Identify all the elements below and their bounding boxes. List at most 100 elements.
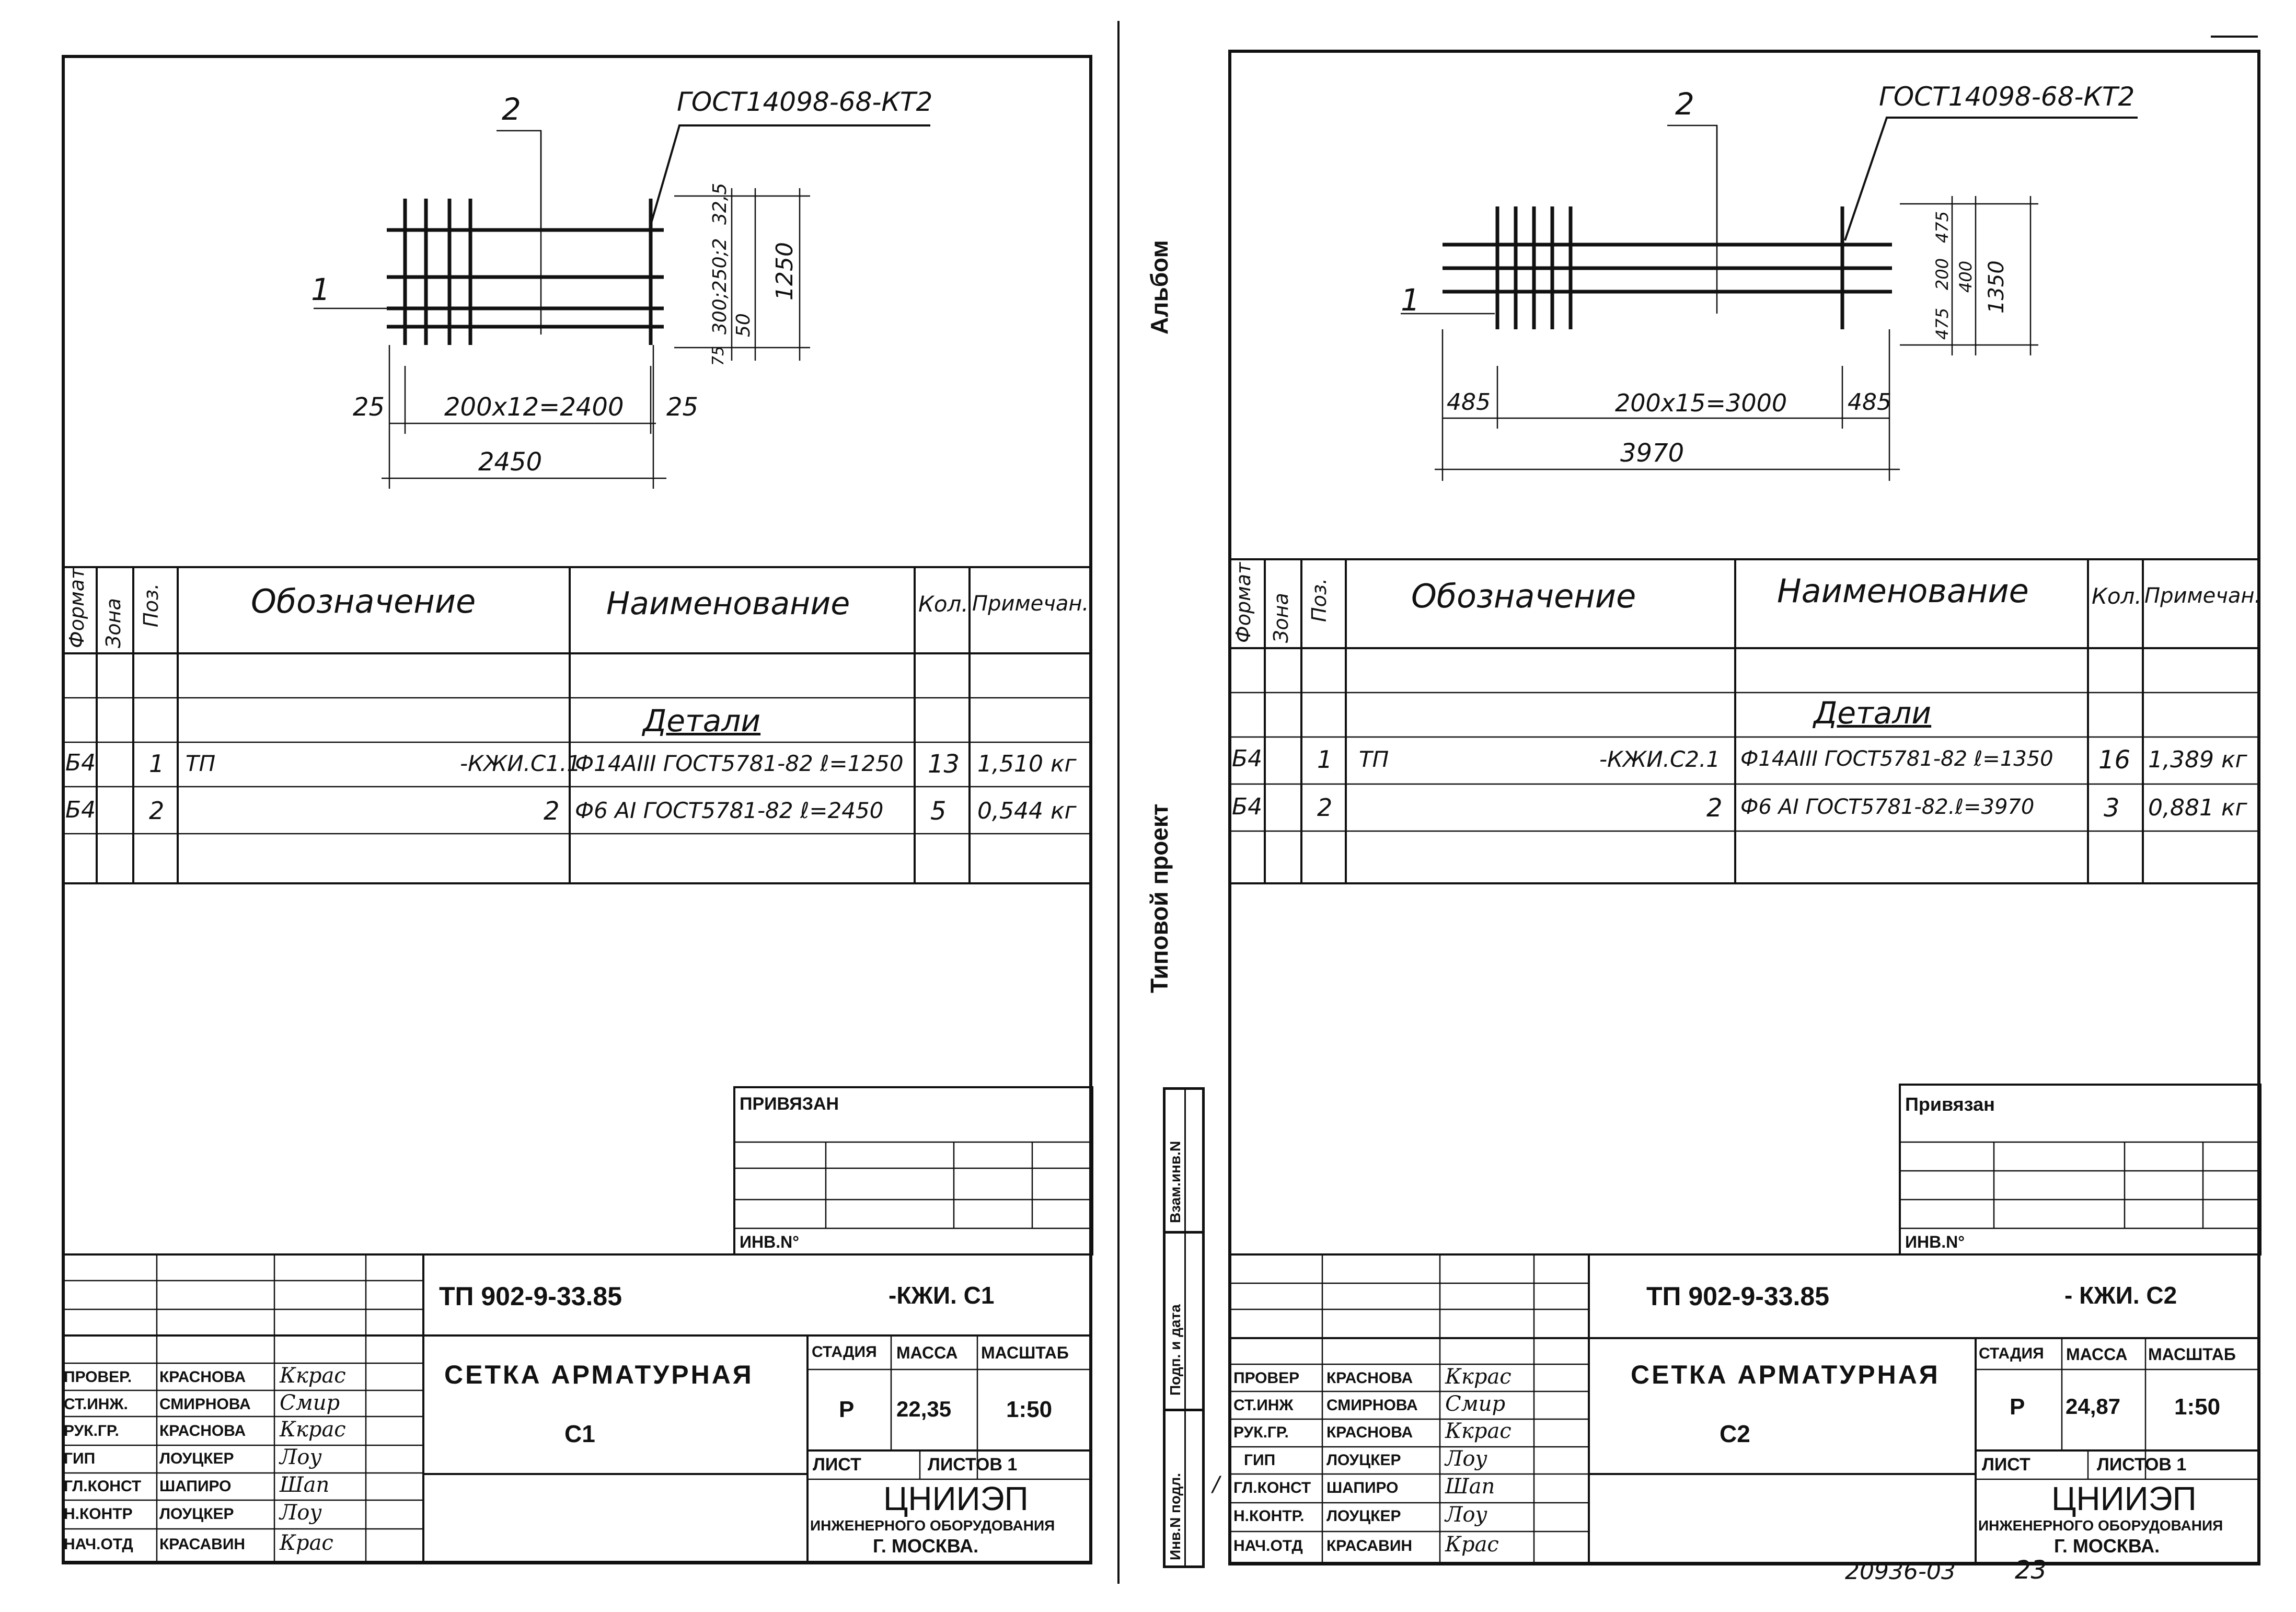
sheet-c2-scale-label: МАСШТАБ	[2148, 1345, 2236, 1364]
sheet-c2-drawing	[1401, 117, 2138, 481]
sheet-c1-col-qty: Кол.	[918, 591, 968, 617]
sheet-c1-row1-note: 1,510 кг	[977, 751, 1077, 777]
sheet-c2-dim-center: 200х15=3000	[1615, 389, 1787, 417]
sheet-c2-callout-2: 2	[1675, 86, 1694, 122]
sheet-c2-inv-no: ИНВ.N°	[1905, 1233, 1965, 1251]
sheet-c1-signature-5: Шап	[280, 1473, 330, 1497]
sheet-c1-row1-desig-left: ТП	[186, 751, 216, 776]
sheet-c1-role-3: РУК.ГР.	[64, 1422, 119, 1440]
sheet-c2-role-1: ПРОВЕР	[1233, 1369, 1300, 1387]
sheet-c2-privyazan: Привязан	[1905, 1093, 1995, 1115]
sheet-c1-mass: 22,35	[896, 1397, 952, 1421]
sheet-c2-dim-right: 485	[1848, 389, 1891, 416]
sheet-c2-gost: ГОСТ14098-68-КТ2	[1879, 82, 2135, 112]
sheet-c1-row1-format: Б4	[65, 750, 96, 776]
sheet-c2-row2-note: 0,881 кг	[2148, 795, 2247, 821]
sheet-c2-project-code: ТП 902-9-33.85	[1646, 1282, 1830, 1311]
sheet-c1-col-name: Наименование	[606, 585, 850, 622]
sheet-c2-org: ЦНИИЭП	[2051, 1480, 2197, 1517]
sheet-c1-col-note: Примечан.	[972, 592, 1089, 616]
sheet-c1-row2-pos: 2	[149, 797, 165, 825]
sheet-c2-signature-1: Ккрас	[1445, 1365, 1512, 1389]
sheet-c1-stage: Р	[839, 1397, 855, 1422]
sheet-c1-signature-7: Крас	[280, 1531, 333, 1555]
sheet-c2-name-5: ШАПИРО	[1326, 1479, 1399, 1496]
sheet-c2-row2-format: Б4	[1232, 793, 1263, 820]
sheet-c1-inv-no: ИНВ.N°	[740, 1233, 800, 1251]
side-stamp-strip	[1163, 1087, 1205, 1568]
sheet-c2-signature-7: Крас	[1445, 1533, 1499, 1557]
sheet-c1-signature-3: Ккрас	[280, 1418, 346, 1442]
sheet-c2-row2-name: Ф6 АI ГОСТ5781-82.ℓ=3970	[1740, 795, 2035, 819]
sheet-c2-row1-qty: 16	[2098, 745, 2131, 775]
sheet-c2-city: Г. МОСКВА.	[2054, 1535, 2160, 1557]
sheet-c2-signature-6: Лоу	[1445, 1503, 1487, 1527]
sheet-c2-signature-5: Шап	[1445, 1475, 1495, 1499]
sheet-c2-sheet-label: ЛИСТ	[1982, 1455, 2030, 1475]
sheet-c2-stage-label: СТАДИЯ	[1979, 1345, 2044, 1362]
sheet-c1-row1-desig-right: -КЖИ.С1.1	[460, 751, 581, 776]
sheet-c1-name-2: СМИРНОВА	[159, 1396, 251, 1413]
sheet-c2-callout-1: 1	[1401, 282, 1420, 318]
sheet-c2-role-2: СТ.ИНЖ	[1233, 1397, 1294, 1414]
sheet-c1-sheet-code: -КЖИ. С1	[889, 1282, 995, 1309]
sheet-c2-stage: Р	[2010, 1394, 2025, 1420]
sheet-c1-name-4: ЛОУЦКЕР	[159, 1450, 234, 1467]
sheet-c1-org-sub: ИНЖЕНЕРНОГО ОБОРУДОВАНИЯ	[810, 1517, 1055, 1534]
sheet-c1-scale-label: МАСШТАБ	[981, 1343, 1069, 1362]
sheet-c1-role-4: ГИП	[64, 1450, 96, 1467]
sheet-c1-callout-1: 1	[311, 272, 330, 307]
sheet-c1-privyazan: ПРИВЯЗАН	[740, 1094, 839, 1114]
sheet-c2-row2-pos: 2	[1317, 793, 1333, 822]
sheet-c1-title-grid	[62, 1086, 1093, 1563]
sheet-c1-gost: ГОСТ14098-68-КТ2	[677, 87, 933, 117]
sheet-c2-name-4: ЛОУЦКЕР	[1326, 1452, 1401, 1469]
sheet-c2-mass-label: МАССА	[2066, 1345, 2128, 1364]
sheet-c2-role-3: РУК.ГР.	[1233, 1424, 1289, 1441]
sheet-c1-signature-2: Смир	[280, 1391, 340, 1415]
sheet-c1-name-1: КРАСНОВА	[159, 1368, 246, 1386]
sheet-c1-project-code: ТП 902-9-33.85	[439, 1282, 622, 1311]
sheet-c2-scale: 1:50	[2174, 1394, 2221, 1420]
sheet-c1-signature-6: Лоу	[280, 1501, 322, 1525]
sheet-c1-signature-4: Лоу	[280, 1445, 322, 1469]
sheet-c1-col-designation: Обозначение	[251, 582, 476, 620]
sheet-c2-row1-name: Ф14АIII ГОСТ5781-82 ℓ=1350	[1740, 747, 2053, 771]
sheet-c2-row1-format: Б4	[1232, 745, 1263, 772]
sheet-c2-col-name: Наименование	[1777, 572, 2029, 610]
sheet-c1-role-7: НАЧ.ОТД	[64, 1536, 133, 1553]
sheet-c1-signature-1: Ккрас	[280, 1364, 346, 1388]
sheet-c1-name-6: ЛОУЦКЕР	[159, 1505, 234, 1523]
sheet-c2-role-6: Н.КОНТР.	[1233, 1507, 1305, 1525]
sheet-c2-signature-3: Ккрас	[1445, 1419, 1512, 1443]
sheet-c1-section-title: Детали	[643, 703, 761, 739]
sheet-c1-name-7: КРАСАВИН	[159, 1536, 246, 1553]
sheet-c2-mass: 24,87	[2066, 1394, 2121, 1419]
sheet-c1-row1-name: Ф14АIII ГОСТ5781-82 ℓ=1250	[575, 751, 904, 776]
sheet-c1-org: ЦНИИЭП	[883, 1480, 1029, 1517]
sheet-c1-row2-format: Б4	[65, 797, 96, 823]
sheet-c1-dim-center: 200х12=2400	[444, 393, 624, 422]
sheet-c1-mass-label: МАССА	[896, 1343, 958, 1362]
sheet-c1-row2-name: Ф6 АI ГОСТ5781-82 ℓ=2450	[575, 798, 884, 823]
sheet-c2-row1-note: 1,389 кг	[2148, 746, 2247, 773]
sheet-c2-name-2: СМИРНОВА	[1326, 1397, 1418, 1414]
sheet-c2-name-6: ЛОУЦКЕР	[1326, 1507, 1401, 1525]
sheet-c2-sheets-label: ЛИСТОВ 1	[2097, 1455, 2187, 1475]
sheet-c1-title-line1: СЕТКА АРМАТУРНАЯ	[444, 1360, 754, 1389]
sheet-c1-callout-2: 2	[502, 91, 521, 127]
sheet-c1-city: Г. МОСКВА.	[873, 1535, 979, 1557]
sheet-c1-row2-qty: 5	[930, 797, 947, 826]
sheet-c2-row1-desig-right: -КЖИ.С2.1	[1599, 746, 1721, 772]
sheet-c2-dim-total: 3970	[1620, 439, 1684, 468]
sheet-c1-row2-note: 0,544 кг	[977, 798, 1077, 824]
sheet-c2-row1-pos: 1	[1317, 745, 1333, 774]
sheet-c1-sheets-label: ЛИСТОВ 1	[928, 1455, 1018, 1475]
sheet-c2-name-1: КРАСНОВА	[1326, 1369, 1413, 1387]
sheet-c1-sheet-label: ЛИСТ	[813, 1455, 861, 1475]
sheet-c1-stage-label: СТАДИЯ	[812, 1343, 877, 1361]
sheet-c2-role-7: НАЧ.ОТД	[1233, 1537, 1303, 1555]
sheet-c2-section-title: Детали	[1814, 695, 1932, 731]
sheet-c2-title-line1: СЕТКА АРМАТУРНАЯ	[1631, 1360, 1940, 1389]
sheet-c2-row1-desig-left: ТП	[1359, 746, 1389, 772]
